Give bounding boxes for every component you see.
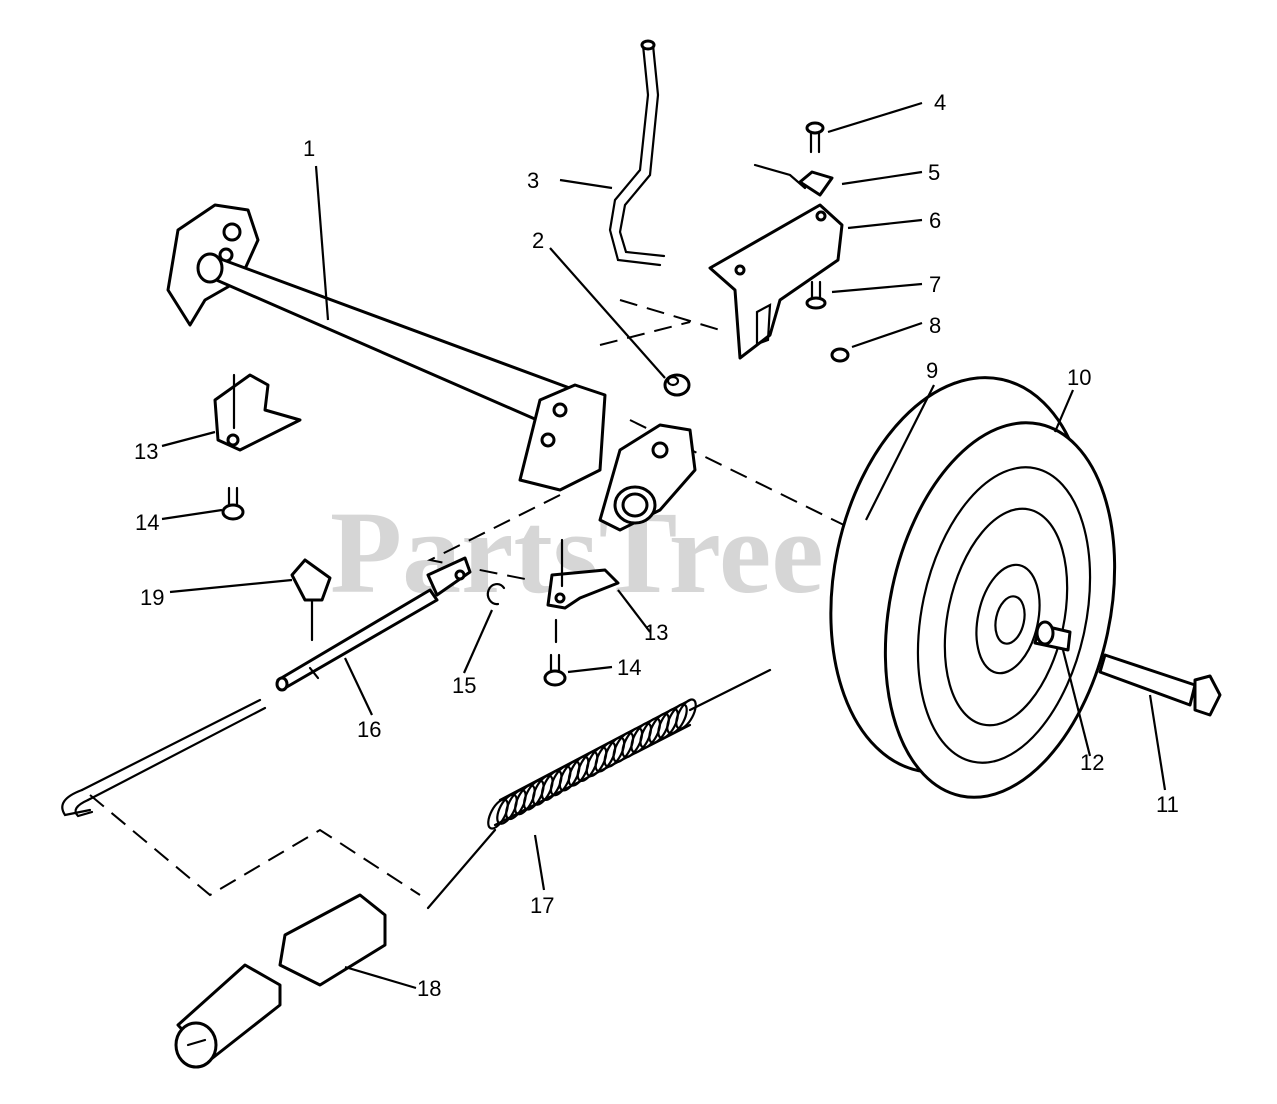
callout-15: 15 — [452, 673, 476, 698]
latch-rod — [275, 556, 472, 692]
axle-tube — [166, 203, 697, 532]
spring-clip-lower — [546, 538, 620, 610]
callout-7: 7 — [929, 272, 941, 297]
callout-19: 19 — [140, 585, 164, 610]
retaining-ring — [486, 583, 506, 606]
callout-12: 12 — [1080, 750, 1104, 775]
spacer — [1033, 620, 1072, 652]
spring — [426, 668, 772, 910]
spring-coils — [487, 698, 697, 830]
nut — [830, 347, 850, 363]
callout-4: 4 — [934, 90, 946, 115]
callout-1: 1 — [303, 136, 315, 161]
spring-clip-upper — [213, 373, 302, 452]
callout-numbers: 1 2 3 4 5 6 7 8 9 10 11 12 13 13 14 14 1… — [134, 90, 1179, 1001]
callout-14-lower: 14 — [617, 655, 641, 680]
callout-16: 16 — [357, 717, 381, 742]
callout-14-upper: 14 — [135, 510, 159, 535]
callout-9: 9 — [926, 358, 938, 383]
callout-13-lower: 13 — [644, 620, 668, 645]
bracket — [708, 203, 844, 360]
clip-plate — [753, 163, 834, 197]
lift-rod — [608, 39, 666, 267]
callout-3: 3 — [527, 168, 539, 193]
bolt-mid — [805, 280, 827, 310]
screw-lower — [543, 618, 567, 687]
handle-grip — [174, 893, 387, 1069]
handle-rod — [61, 698, 267, 818]
screw-upper — [221, 486, 245, 521]
shoulder-bolt — [1098, 653, 1222, 717]
callout-2: 2 — [532, 228, 544, 253]
spring-coil — [675, 698, 697, 730]
callout-5: 5 — [928, 160, 940, 185]
callout-10: 10 — [1067, 365, 1091, 390]
callout-13-upper: 13 — [134, 439, 158, 464]
bolt-top — [805, 121, 825, 154]
callout-11: 11 — [1156, 792, 1179, 817]
knob-cap — [290, 558, 332, 642]
callout-17: 17 — [530, 893, 554, 918]
callout-18: 18 — [417, 976, 441, 1001]
callout-8: 8 — [929, 313, 941, 338]
wheel — [829, 376, 1117, 799]
bushing — [663, 373, 691, 397]
leader-lines — [161, 101, 1167, 990]
callout-6: 6 — [929, 208, 941, 233]
